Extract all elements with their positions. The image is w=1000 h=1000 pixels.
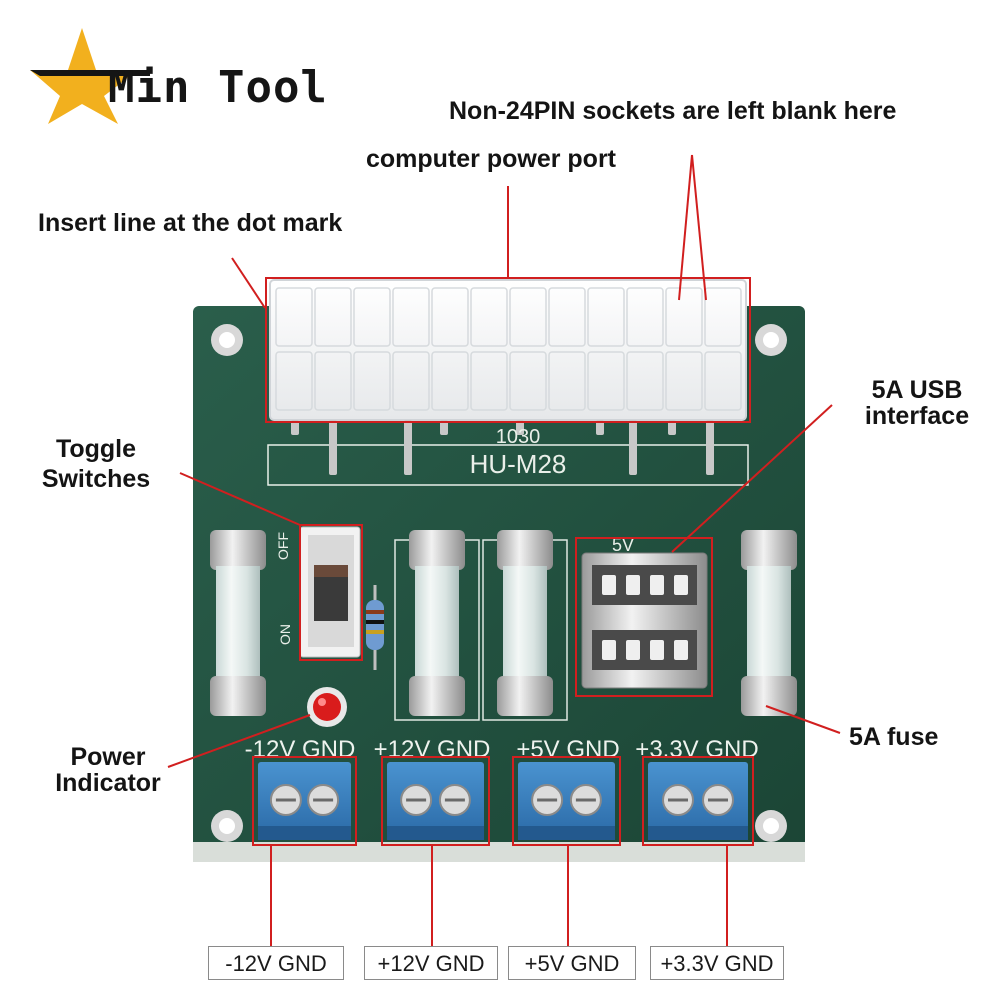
connector-pin	[706, 420, 714, 475]
usb-5v-mark: 5V	[612, 535, 634, 555]
switch-on-label: ON	[277, 624, 293, 645]
highlight-terminal-3	[512, 756, 621, 846]
connector-cell	[392, 287, 430, 347]
connector-cell	[470, 287, 508, 347]
usb-contact	[674, 575, 688, 595]
usb-port: 5V	[581, 535, 708, 689]
highlight-boxes	[252, 277, 754, 846]
bottom-label-3v3: +3.3V GND	[650, 946, 784, 980]
connector-cell	[587, 351, 625, 411]
usb-contact	[650, 575, 664, 595]
highlight-usb	[575, 537, 713, 697]
switch-off-label: OFF	[275, 532, 291, 560]
bottom-label-neg12v: -12V GND	[208, 946, 344, 980]
callout-fuse: 5A fuse	[849, 723, 939, 751]
usb-contact	[602, 575, 616, 595]
connector-cell	[626, 287, 664, 347]
connector-pin	[291, 420, 299, 435]
connector-cell	[704, 351, 742, 411]
connector-cell	[353, 351, 391, 411]
connector-pin	[329, 420, 337, 475]
mounting-holes	[211, 324, 787, 842]
highlight-terminal-2	[381, 756, 490, 846]
connector-pin	[668, 420, 676, 435]
atx-24pin-connector	[267, 279, 749, 486]
usb-contact	[626, 640, 640, 660]
terminal-block	[258, 762, 351, 840]
connector-pin	[629, 420, 637, 475]
callout-power-line2: Indicator	[55, 769, 161, 797]
connector-cell	[626, 351, 664, 411]
connector-cell	[470, 351, 508, 411]
connector-cell	[509, 351, 547, 411]
screw-terminals	[258, 762, 748, 840]
connector-cell	[275, 287, 313, 347]
callout-power-line1: Power	[70, 743, 146, 771]
bottom-label-12v: +12V GND	[364, 946, 498, 980]
fuse	[482, 530, 568, 721]
resistor	[366, 585, 384, 670]
connector-cell	[392, 351, 430, 411]
connector-cell	[431, 287, 469, 347]
callout-non24pin: Non-24PIN sockets are left blank here	[449, 97, 897, 125]
connector-pin	[516, 420, 524, 435]
leader-lines	[167, 154, 841, 946]
connector-pin	[440, 420, 448, 435]
connector-cell	[431, 351, 469, 411]
callout-power-indicator: Power Indicator	[46, 744, 170, 796]
silkscreen-label: +3.3V GND	[635, 736, 758, 763]
connector-cell	[353, 287, 391, 347]
connector-cell	[704, 287, 742, 347]
highlight-toggle-switch	[299, 524, 363, 661]
terminal-block	[648, 762, 748, 840]
silkscreen-label: -12V GND	[245, 736, 356, 763]
callout-toggle-line1: Toggle	[55, 435, 137, 463]
highlight-terminal-1	[252, 756, 357, 846]
fuse	[741, 530, 797, 716]
terminal-block	[518, 762, 615, 840]
callout-usb: 5A USB interface	[852, 377, 982, 429]
callout-usb-line2: interface	[864, 402, 970, 430]
highlight-terminal-4	[642, 756, 754, 846]
fuses	[210, 530, 797, 721]
connector-cell	[548, 351, 586, 411]
silkscreen-labels: -12V GND +12V GND +5V GND +3.3V GND	[245, 736, 759, 763]
connector-pin	[404, 420, 412, 475]
logo-text: Min Tool	[108, 62, 328, 113]
power-led	[307, 687, 347, 727]
callout-usb-line1: 5A USB	[871, 376, 963, 404]
terminal-block	[387, 762, 484, 840]
connector-pin	[596, 420, 604, 435]
bottom-label-5v: +5V GND	[508, 946, 636, 980]
callout-dot-mark: Insert line at the dot mark	[38, 209, 343, 237]
silkscreen-label: +12V GND	[374, 736, 491, 763]
fuse	[394, 530, 480, 721]
callout-toggle-switches: Toggle Switches	[34, 436, 158, 492]
usb-contact	[674, 640, 688, 660]
toggle-switch: OFF ON	[275, 526, 361, 658]
usb-contact	[602, 640, 616, 660]
connector-cell	[548, 287, 586, 347]
brand-logo	[30, 28, 150, 124]
connector-cell	[314, 287, 352, 347]
connector-cell	[587, 287, 625, 347]
silkscreen-label: +5V GND	[516, 736, 619, 763]
connector-cell	[275, 351, 313, 411]
model-code: 1030	[496, 426, 541, 448]
connector-cell	[665, 351, 703, 411]
fuse	[210, 530, 266, 716]
usb-contact	[650, 640, 664, 660]
connector-cell	[314, 351, 352, 411]
usb-contact	[626, 575, 640, 595]
callout-toggle-line2: Switches	[41, 465, 151, 493]
callout-power-port: computer power port	[366, 145, 617, 173]
connector-cell	[509, 287, 547, 347]
connector-cell	[665, 287, 703, 347]
model-name: HU-M28	[470, 449, 567, 479]
